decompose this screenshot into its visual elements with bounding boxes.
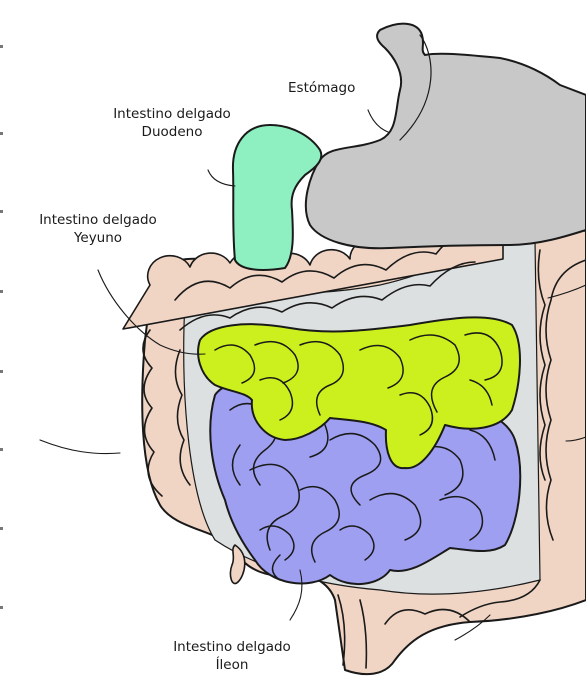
jejunum-label-line1: Intestino delgado — [18, 211, 178, 229]
edge-tick — [0, 290, 3, 293]
ileum-label-line2: Íleon — [152, 656, 312, 674]
leader-left-colon — [40, 440, 120, 454]
ileum-label-line1: Intestino delgado — [152, 638, 312, 656]
jejunum-label: Intestino delgado Yeyuno — [18, 211, 178, 247]
stomach-label: Estómago — [288, 79, 355, 97]
duodenum-label-line1: Intestino delgado — [92, 105, 252, 123]
ileum-label: Intestino delgado Íleon — [152, 638, 312, 674]
edge-tick — [0, 606, 3, 609]
leader-stomach — [368, 110, 388, 132]
edge-tick — [0, 210, 3, 213]
duodenum-label: Intestino delgado Duodeno — [92, 105, 252, 141]
edge-tick — [0, 132, 3, 135]
edge-tick — [0, 370, 3, 373]
stomach — [306, 24, 586, 249]
jejunum-label-line2: Yeyuno — [18, 229, 178, 247]
stomach-label-text: Estómago — [288, 79, 355, 97]
duodenum-label-line2: Duodeno — [92, 123, 252, 141]
edge-tick — [0, 45, 3, 48]
leader-duodenum — [208, 170, 235, 186]
edge-tick — [0, 448, 3, 451]
edge-tick — [0, 527, 3, 530]
